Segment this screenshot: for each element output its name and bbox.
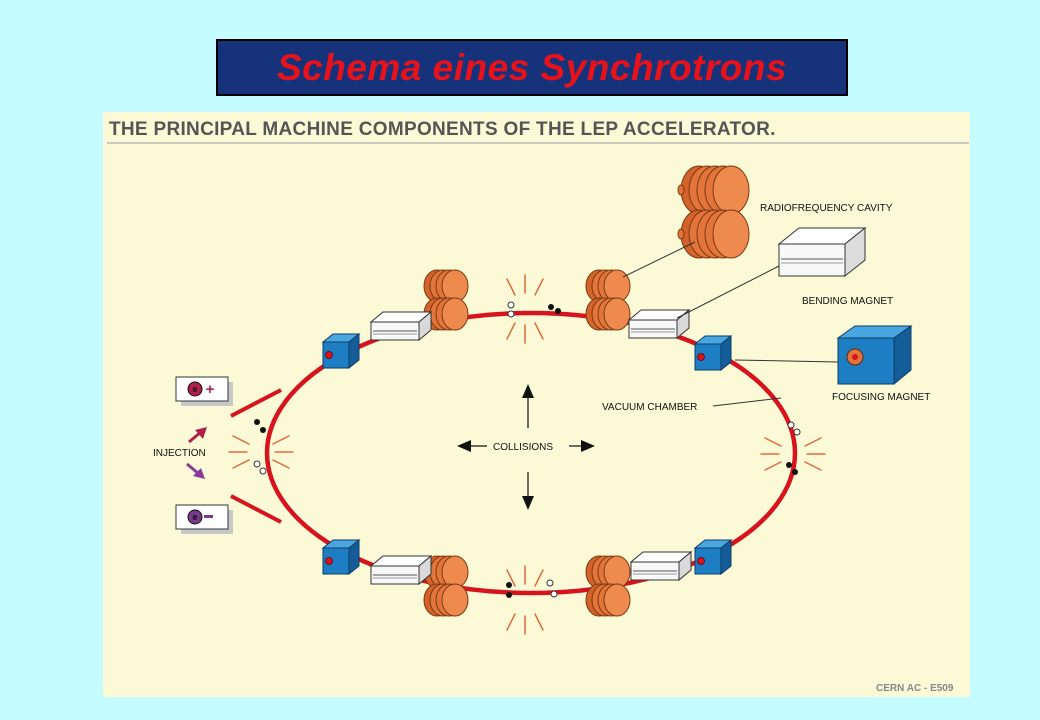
focusing-magnet-bottom-right: [694, 539, 732, 575]
figure-heading: THE PRINCIPAL MACHINE COMPONENTS OF THE …: [109, 119, 776, 140]
collision-burst-bottom: [506, 565, 544, 635]
beam-bunches: [253, 301, 801, 598]
positron-source: e +: [175, 376, 233, 406]
bending-magnet-bottom-left: [370, 555, 432, 585]
injection-lines: [230, 388, 282, 524]
collision-arrows: [457, 384, 595, 510]
collisions-label: COLLISIONS: [493, 442, 553, 453]
bending-magnet-leader: [676, 265, 780, 319]
beam-ring: [264, 310, 798, 596]
slide-title: Schema eines Synchrotrons: [276, 46, 788, 88]
bending-magnet-label: BENDING MAGNET: [802, 296, 893, 307]
focusing-magnet-top-left: [322, 333, 360, 369]
focusing-magnet-bottom-left: [322, 539, 360, 575]
svg-text:e: e: [192, 384, 197, 394]
collision-burst-left: [228, 435, 294, 469]
injection-label: INJECTION: [153, 448, 206, 459]
vacuum-chamber-leader: [712, 397, 782, 407]
figure-credit: CERN AC - E509: [876, 683, 954, 694]
bending-magnet-top-left: [370, 311, 432, 341]
bending-magnet-callout: [777, 226, 867, 278]
svg-text:+: +: [206, 381, 215, 398]
bending-magnet-top-right: [628, 309, 690, 339]
bending-magnet-bottom-right: [630, 551, 692, 581]
focusing-magnet-callout: [836, 325, 913, 386]
rf-cavity-bottom-right: [586, 556, 630, 616]
rf-cavity-leader: [622, 241, 696, 278]
rf-cavity-callout-top: [677, 165, 750, 215]
injection-arrows: [186, 427, 207, 479]
focusing-magnet-top-right: [694, 335, 732, 371]
lep-accelerator-diagram: THE PRINCIPAL MACHINE COMPONENTS OF THE …: [103, 112, 970, 697]
vacuum-chamber-label: VACUUM CHAMBER: [602, 402, 697, 413]
svg-text:e: e: [192, 512, 197, 522]
rf-cavity-callout-bottom: [677, 209, 750, 259]
electron-source: e: [175, 504, 233, 534]
focusing-magnet-leader: [734, 359, 839, 363]
title-banner: Schema eines Synchrotrons: [216, 39, 848, 96]
collision-burst-top: [506, 274, 544, 344]
rf-cavity-top-right: [586, 270, 630, 330]
rf-cavity-label: RADIOFREQUENCY CAVITY: [760, 203, 893, 214]
focusing-magnet-label: FOCUSING MAGNET: [832, 392, 930, 403]
